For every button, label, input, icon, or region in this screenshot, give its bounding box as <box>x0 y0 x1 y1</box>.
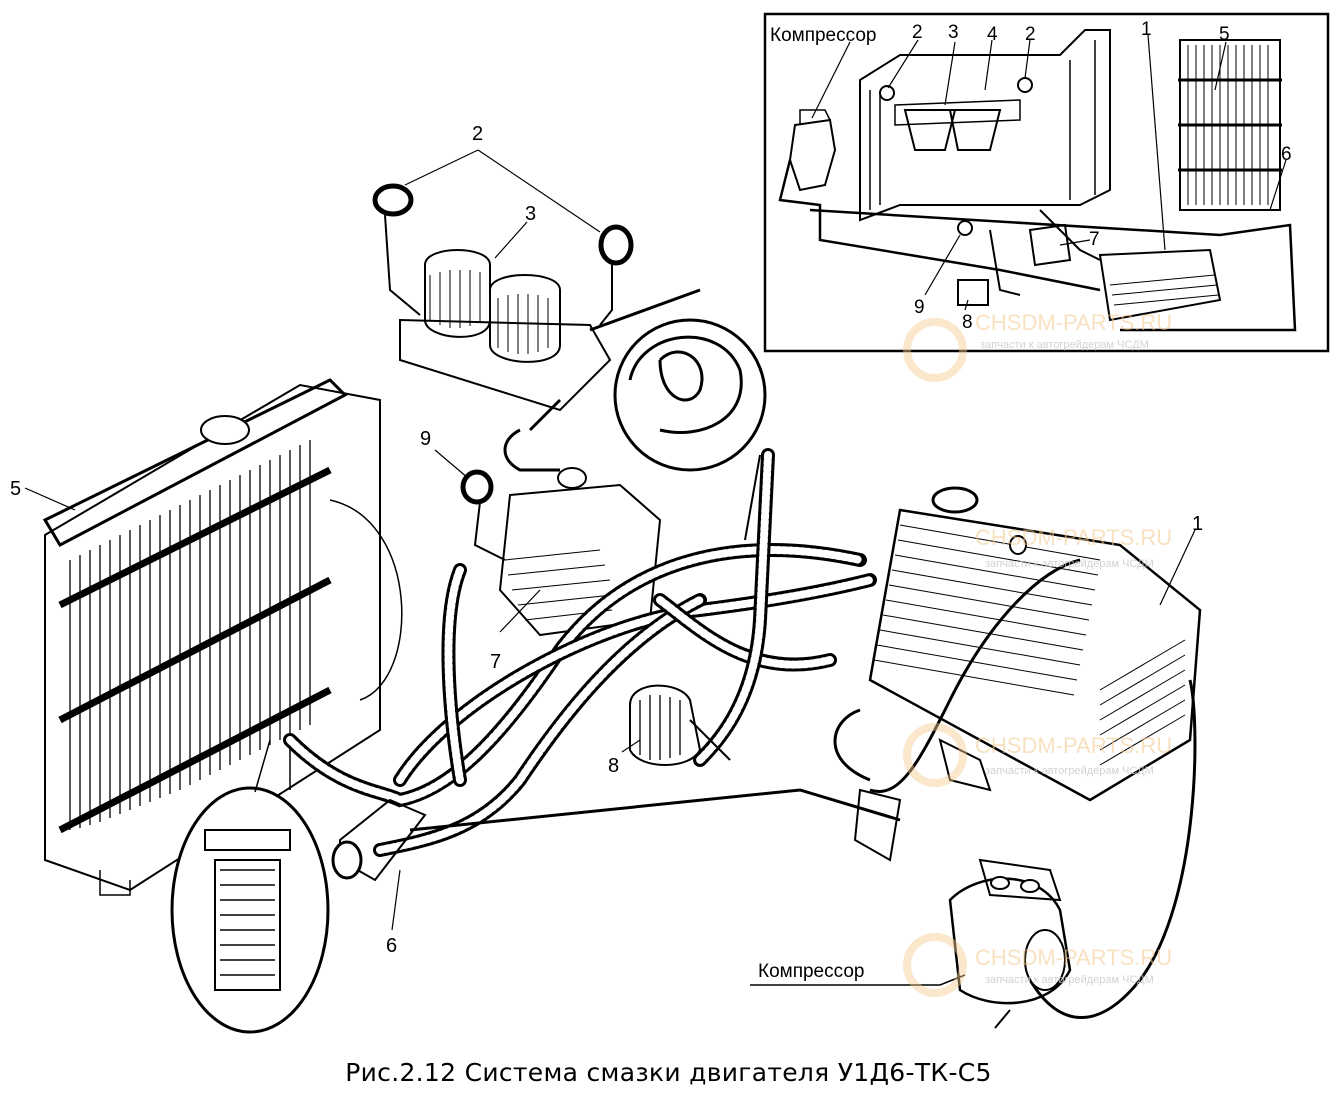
radiator: 5 <box>10 378 403 896</box>
watermark-tagline-1: запчасти к автогрейдерам ЧСДМ <box>980 339 1149 351</box>
fitting-6: 6 <box>331 798 427 957</box>
watermark-brand-3: CHSDM-PARTS.RU <box>975 733 1172 758</box>
inset-label-2b: 2 <box>1025 24 1036 45</box>
compressor-label: Компрессор <box>758 961 864 982</box>
inset-label-7: 7 <box>1089 229 1100 250</box>
watermark-tagline-4: запчасти к автогрейдерам ЧСДМ <box>985 974 1154 986</box>
inset-label-1: 1 <box>1141 19 1152 40</box>
watermark-brand-1: CHSDM-PARTS.RU <box>975 310 1172 335</box>
watermark-brand-4: CHSDM-PARTS.RU <box>975 945 1172 970</box>
inset-schematic: Компрессор 2 3 4 2 1 5 6 7 9 8 <box>763 12 1330 353</box>
label-3-filters: 3 <box>525 203 536 225</box>
label-6-fitting: 6 <box>386 935 397 957</box>
oil-filters: 2 3 <box>372 123 701 412</box>
inset-label-5: 5 <box>1219 24 1230 45</box>
label-5-radiator: 5 <box>10 478 21 500</box>
label-2-gauges: 2 <box>472 123 483 145</box>
inset-label-9: 9 <box>914 297 925 318</box>
sensor-9: 9 <box>420 428 506 561</box>
watermark-tagline-3: запчасти к автогрейдерам ЧСДМ <box>985 765 1154 777</box>
inset-label-6: 6 <box>1281 144 1292 165</box>
filter-detail <box>613 318 767 541</box>
label-8-unit: 8 <box>608 755 619 777</box>
inset-radiator <box>1178 39 1282 211</box>
inset-label-3: 3 <box>948 22 959 43</box>
label-9-sensor: 9 <box>420 428 431 450</box>
unit-8: 8 <box>608 684 731 777</box>
label-7-oil-tank: 7 <box>490 651 501 673</box>
watermarks: CHSDM-PARTS.RU запчасти к автогрейдерам … <box>903 310 1172 997</box>
tank-1: 1 <box>853 486 1203 1019</box>
drain-plug-detail <box>170 739 330 1034</box>
oil-hoses <box>283 398 901 857</box>
watermark-brand-2: CHSDM-PARTS.RU <box>975 525 1172 550</box>
inset-label-8: 8 <box>962 312 973 333</box>
label-1-tank: 1 <box>1192 513 1203 535</box>
inset-label-4: 4 <box>987 24 998 45</box>
inset-compressor-label: Компрессор <box>770 25 876 46</box>
compressor-main: Компрессор <box>750 858 1072 1029</box>
watermark-tagline-2: запчасти к автогрейдерам ЧСДМ <box>985 558 1154 570</box>
inset-label-2a: 2 <box>912 22 923 43</box>
figure-caption: Рис.2.12 Система смазки двигателя У1Д6-Т… <box>345 1058 992 1087</box>
